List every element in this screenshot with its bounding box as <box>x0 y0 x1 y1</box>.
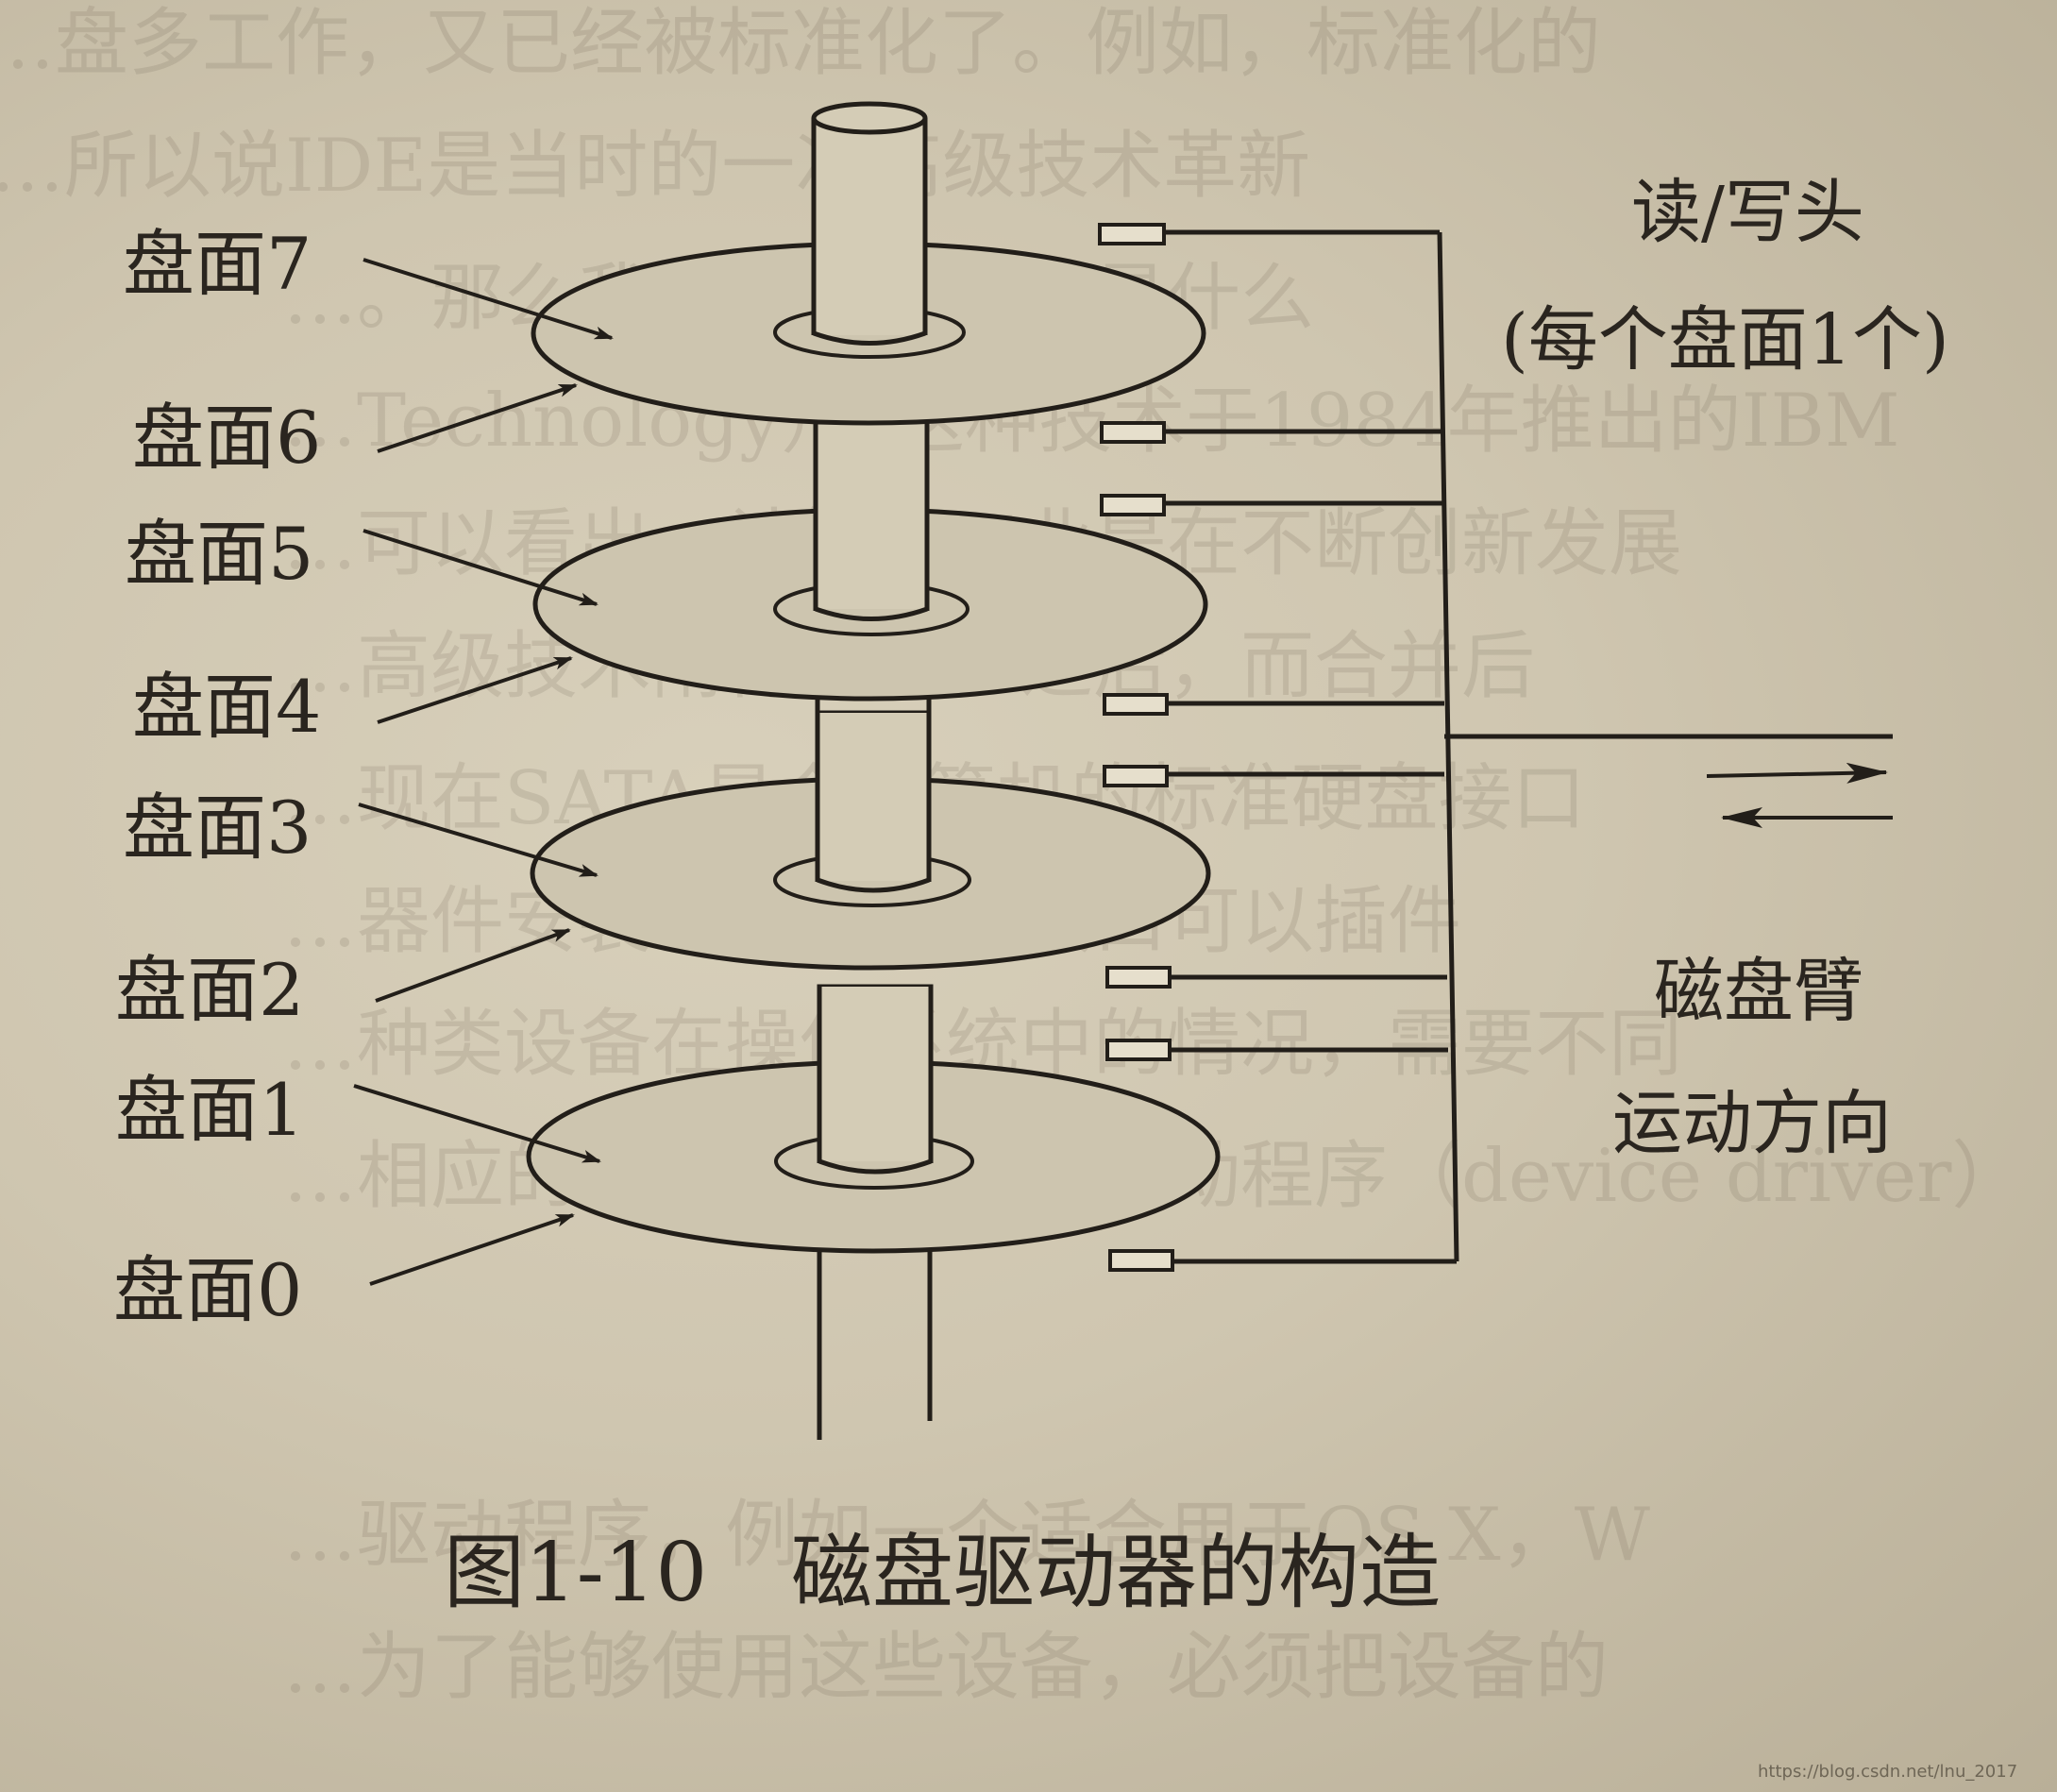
leader-arrow <box>363 529 599 606</box>
spindle-segment <box>816 420 927 609</box>
read-write-head <box>1103 693 1169 716</box>
platter-label-0: 盘面0 <box>113 1248 302 1332</box>
arm-label-line1: 磁盘臂 <box>1654 951 1863 1032</box>
spindle-segment <box>819 987 931 1161</box>
arm-label-line2: 运动方向 <box>1612 1083 1892 1164</box>
read-write-head <box>1103 765 1169 787</box>
read-write-head <box>1108 1249 1174 1272</box>
head-assembly <box>1098 223 1893 1272</box>
spindle-base-curve <box>815 606 928 621</box>
watermark: https://blog.csdn.net/lnu_2017 <box>1758 1762 2017 1782</box>
spindle-base-curve <box>813 330 926 346</box>
leader-arrow <box>377 656 573 724</box>
platter-label-5: 盘面5 <box>125 512 313 596</box>
leader-arrow <box>377 383 578 453</box>
platter-label-1: 盘面1 <box>115 1068 304 1152</box>
platter-label-3: 盘面3 <box>123 786 312 870</box>
read-write-head <box>1100 421 1166 444</box>
caption-number: 图1-10 <box>444 1526 707 1620</box>
spindle-segment <box>818 713 929 881</box>
spindle-base-curve <box>818 1158 932 1175</box>
spindle-top-cap <box>811 101 928 135</box>
read-write-head <box>1100 494 1166 516</box>
platter-label-7: 盘面7 <box>123 222 312 306</box>
caption-title: 磁盘驱动器的构造 <box>791 1526 1441 1620</box>
read-write-head <box>1098 223 1166 245</box>
heads-label: 读/写头 <box>1631 172 1864 253</box>
platter-label-4: 盘面4 <box>132 665 321 749</box>
spindle-base-curve <box>817 877 930 893</box>
platter-leaders <box>353 258 614 1286</box>
leader-arrow <box>358 803 599 877</box>
heads-sublabel: (每个盘面1个) <box>1501 299 1949 380</box>
leader-arrow <box>375 928 571 1003</box>
platter-label-6: 盘面6 <box>132 396 321 480</box>
spindle-top-body <box>814 118 925 335</box>
arm-motion-arrow-right <box>1706 762 1888 784</box>
leader-arrow <box>353 1084 601 1163</box>
platter-label-2: 盘面2 <box>115 948 304 1032</box>
arm-spine <box>1437 231 1459 1262</box>
read-write-head <box>1105 1039 1172 1061</box>
leader-arrow <box>363 258 614 340</box>
leader-arrow <box>369 1213 575 1286</box>
read-write-head <box>1105 966 1172 989</box>
